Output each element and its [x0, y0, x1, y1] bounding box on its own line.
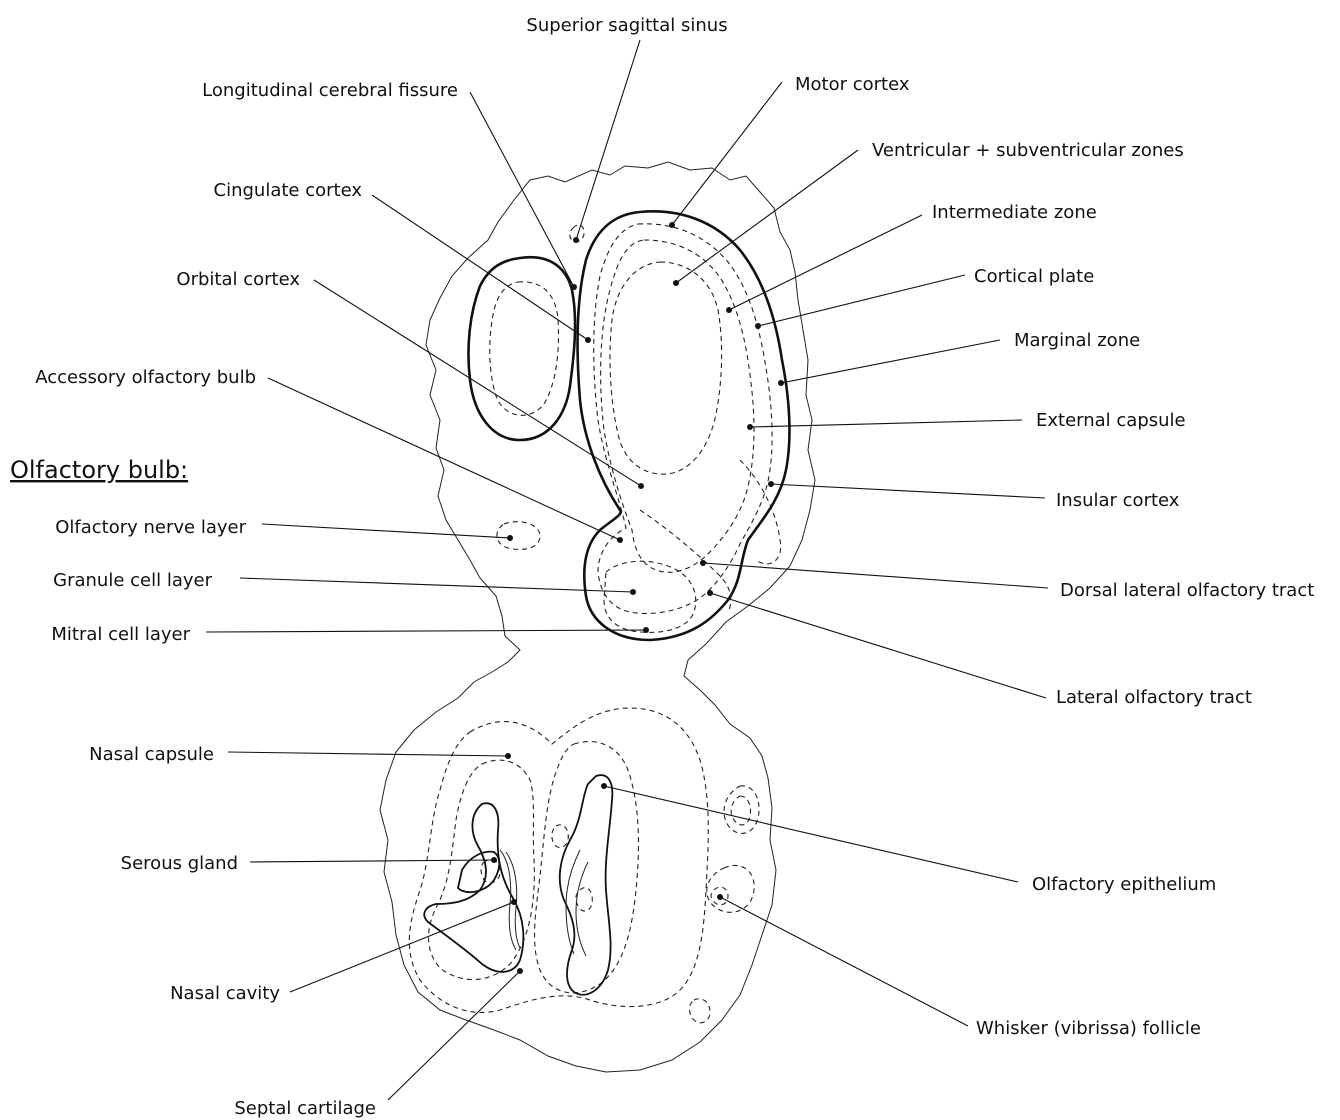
label-ventricular-zones: Ventricular + subventricular zones [872, 140, 1184, 161]
label-lateral-olfactory-tract: Lateral olfactory tract [1056, 687, 1252, 708]
dot-nasal-capsule [505, 753, 511, 759]
dot-cortical-plate [755, 323, 761, 329]
whisker-follicle-1 [724, 786, 759, 834]
label-motor-cortex: Motor cortex [795, 74, 910, 95]
leader-dorsal-lateral-olfactory-tract [703, 563, 1048, 588]
nasal-right-line-2 [576, 862, 588, 956]
label-intermediate-zone: Intermediate zone [932, 202, 1097, 223]
dot-cingulate-cortex [585, 337, 591, 343]
dot-granule-cell-layer [630, 589, 636, 595]
dot-motor-cortex [669, 222, 675, 228]
dot-marginal-zone [778, 380, 784, 386]
section-heading-olfactory-bulb: Olfactory bulb: [10, 456, 188, 484]
label-olfactory-epithelium: Olfactory epithelium [1032, 874, 1216, 895]
leader-olfactory-nerve-layer [262, 524, 510, 538]
whisker-follicle-3 [690, 999, 711, 1023]
dot-insular-cortex [768, 481, 774, 487]
dot-longitudinal-cerebral-fissure [571, 284, 577, 290]
hemisphere-thick [578, 211, 790, 640]
label-dorsal-lateral-olfactory-tract: Dorsal lateral olfactory tract [1060, 580, 1314, 601]
label-external-capsule: External capsule [1036, 410, 1186, 431]
left-lobe-dashed [490, 282, 559, 416]
tract-dashed [640, 510, 731, 612]
dot-serous-gland [491, 857, 497, 863]
label-superior-sagittal-sinus: Superior sagittal sinus [526, 15, 727, 36]
dot-intermediate-zone [726, 307, 732, 313]
leader-olfactory-epithelium [604, 786, 1018, 882]
dot-superior-sagittal-sinus [573, 237, 579, 243]
leader-intermediate-zone [729, 215, 922, 310]
leader-mitral-cell-layer [206, 630, 646, 632]
dot-lateral-olfactory-tract [707, 590, 713, 596]
dot-dorsal-lateral-olfactory-tract [700, 560, 706, 566]
label-nasal-capsule: Nasal capsule [89, 744, 214, 765]
whisker-follicle-1-inner [731, 796, 750, 825]
leader-granule-cell-layer [240, 578, 633, 592]
ventricle-dashed [610, 262, 722, 474]
dot-mitral-cell-layer [643, 627, 649, 633]
label-marginal-zone: Marginal zone [1014, 330, 1140, 351]
leader-motor-cortex [672, 82, 782, 225]
nerve-oval [497, 522, 540, 550]
label-granule-cell-layer: Granule cell layer [53, 570, 212, 591]
label-whisker-follicle: Whisker (vibrissa) follicle [976, 1018, 1201, 1039]
whisker-follicle-2 [707, 865, 754, 912]
dot-septal-cartilage [517, 968, 523, 974]
label-serous-gland: Serous gland [121, 853, 238, 874]
nasal-capsule-inner-2 [535, 742, 639, 993]
gland-oval-1 [552, 825, 568, 848]
leader-lateral-olfactory-tract [710, 593, 1046, 698]
leader-serous-gland [250, 860, 494, 862]
leader-ventricular-zones [676, 150, 858, 283]
dot-ventricular-zones [673, 280, 679, 286]
label-cingulate-cortex: Cingulate cortex [214, 180, 363, 201]
dot-whisker-follicle [717, 894, 723, 900]
leader-whisker-follicle [720, 897, 968, 1026]
label-insular-cortex: Insular cortex [1056, 490, 1180, 511]
label-mitral-cell-layer: Mitral cell layer [51, 624, 190, 645]
hemisphere-dashed-1 [594, 224, 772, 614]
label-accessory-olfactory-bulb: Accessory olfactory bulb [35, 367, 256, 388]
leader-marginal-zone [781, 340, 1000, 383]
dot-nasal-cavity [511, 899, 517, 905]
hemisphere-dashed-2 [601, 240, 754, 572]
dot-external-capsule [747, 424, 753, 430]
dot-orbital-cortex [638, 483, 644, 489]
leader-cortical-plate [758, 275, 965, 326]
leader-septal-cartilage [388, 971, 520, 1100]
dot-olfactory-nerve-layer [507, 535, 513, 541]
label-cortical-plate: Cortical plate [974, 266, 1094, 287]
label-septal-cartilage: Septal cartilage [234, 1098, 376, 1119]
leader-superior-sagittal-sinus [576, 40, 640, 240]
leader-orbital-cortex [314, 280, 641, 486]
bulb-dashed [604, 561, 696, 632]
label-longitudinal-cerebral-fissure: Longitudinal cerebral fissure [202, 80, 458, 101]
nasal-cavity-left [424, 803, 523, 972]
label-nasal-cavity: Nasal cavity [170, 983, 280, 1004]
dot-accessory-olfactory-bulb [617, 537, 623, 543]
left-lobe-thick [468, 257, 575, 440]
leader-nasal-capsule [228, 752, 508, 756]
dot-olfactory-epithelium [601, 783, 607, 789]
nasal-right-line-1 [566, 850, 580, 954]
label-orbital-cortex: Orbital cortex [176, 269, 300, 290]
leader-cingulate-cortex [372, 195, 588, 340]
label-olfactory-nerve-layer: Olfactory nerve layer [55, 517, 246, 538]
